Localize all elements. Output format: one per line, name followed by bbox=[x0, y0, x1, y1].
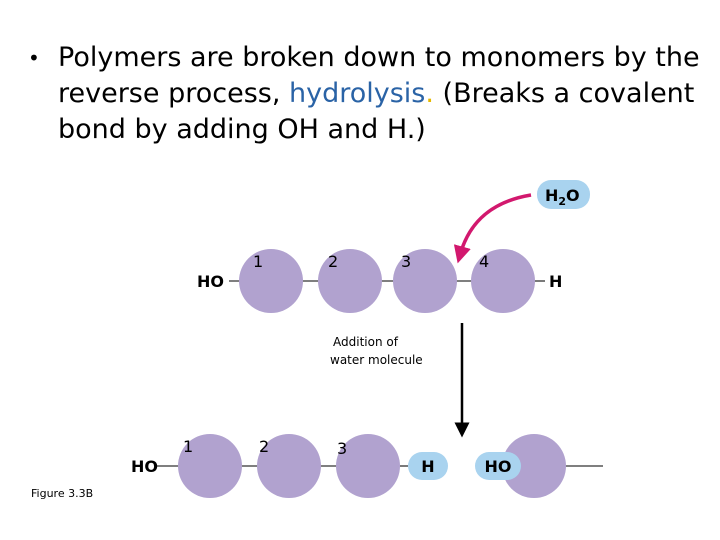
h-badge-label: H bbox=[421, 457, 434, 476]
ho-badge bbox=[475, 452, 521, 480]
bottom-number-2: 2 bbox=[259, 437, 269, 456]
bullet-text-end: (Breaks a covalent bond by adding OH and… bbox=[58, 78, 695, 145]
ho-badge-label: HO bbox=[485, 457, 512, 476]
bullet-text: Polymers are broken down to monomers by … bbox=[58, 40, 708, 148]
hydrolysis-diagram: H2O HO H 1 2 3 4 Addition of water molec… bbox=[131, 180, 626, 498]
bullet-marker: • bbox=[28, 46, 40, 70]
bottom-monomer-4 bbox=[502, 434, 566, 498]
top-number-2: 2 bbox=[328, 252, 338, 271]
water-formula: H2O bbox=[545, 186, 580, 208]
bottom-number-1: 1 bbox=[183, 437, 193, 456]
water-badge bbox=[537, 180, 590, 209]
bottom-monomer-1 bbox=[178, 434, 242, 498]
h-badge bbox=[408, 452, 448, 480]
top-number-1: 1 bbox=[253, 252, 263, 271]
top-h-label: H bbox=[549, 272, 562, 291]
top-number-3: 3 bbox=[401, 252, 411, 271]
top-monomer-4 bbox=[471, 249, 535, 313]
top-monomer-3 bbox=[393, 249, 457, 313]
water-addition-arrow bbox=[453, 193, 532, 264]
hydrolysis-figure: H2O HO H 1 2 3 4 Addition of water molec… bbox=[125, 173, 626, 500]
top-number-4: 4 bbox=[479, 252, 489, 271]
bottom-ho-label: HO bbox=[131, 457, 158, 476]
bullet-point: • Polymers are broken down to monomers b… bbox=[28, 40, 708, 148]
bottom-monomer-2 bbox=[257, 434, 321, 498]
top-monomer-2 bbox=[318, 249, 382, 313]
bottom-monomer-3 bbox=[336, 434, 400, 498]
bullet-text-start: Polymers are broken down to monomers by … bbox=[58, 42, 700, 109]
hydrolysis-period: . bbox=[425, 78, 434, 109]
bottom-number-3: 3 bbox=[337, 439, 347, 458]
figure-caption: Figure 3.3B bbox=[31, 487, 94, 500]
top-monomer-1 bbox=[239, 249, 303, 313]
arrow-label-line-1: Addition of bbox=[333, 335, 399, 349]
arrow-label-line-2: water molecule bbox=[330, 353, 423, 367]
top-ho-label: HO bbox=[197, 272, 224, 291]
hydrolysis-term: hydrolysis bbox=[289, 78, 426, 109]
